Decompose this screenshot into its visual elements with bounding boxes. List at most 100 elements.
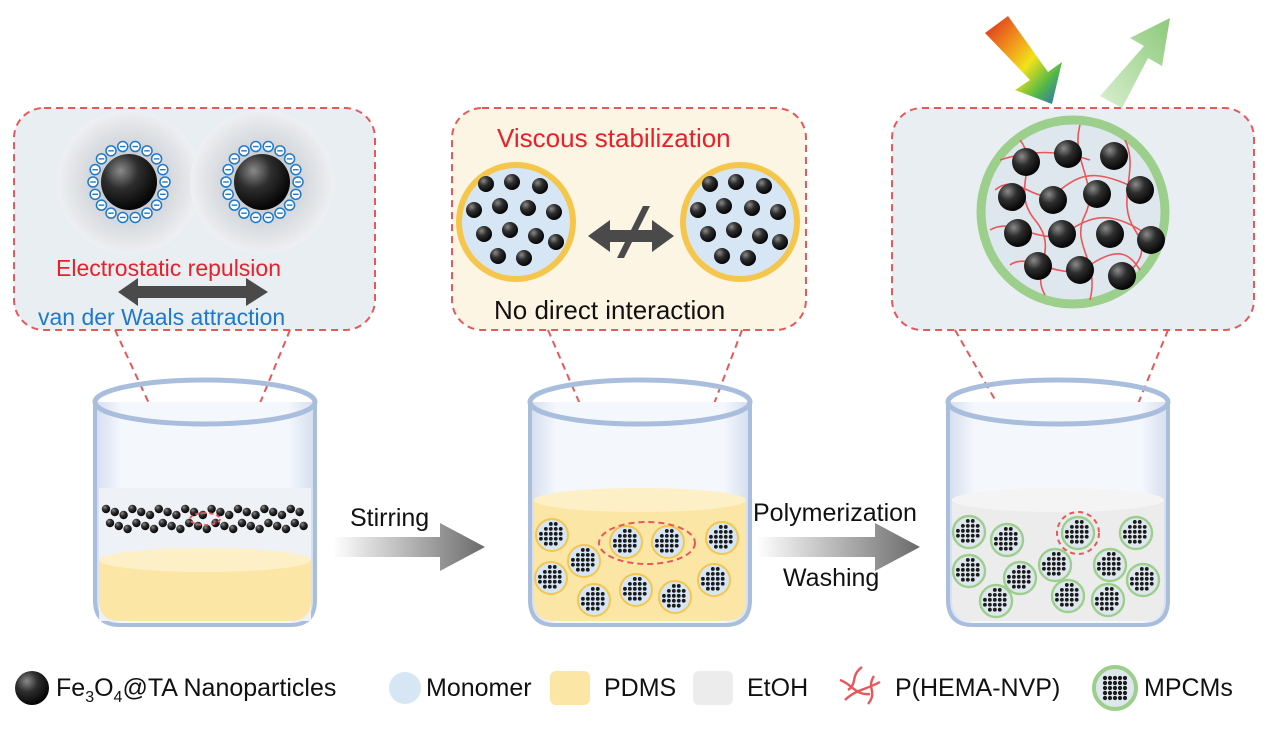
repulsion-arrow	[118, 278, 268, 306]
beaker-1-nanoparticle	[277, 510, 287, 520]
legend-nanoparticle-label: Fe3O4@TA Nanoparticles	[56, 674, 337, 706]
closeup-particle	[1066, 256, 1094, 284]
beaker-1-nanoparticle	[132, 518, 141, 528]
beaker-1-nanoparticle	[237, 518, 247, 528]
beaker-1-nanoparticle	[110, 507, 120, 517]
droplet-left	[456, 162, 576, 282]
beaker-1-nanoparticle	[141, 521, 150, 531]
droplet-particle	[744, 200, 760, 216]
closeup-particle	[1083, 180, 1111, 208]
closeup-particle	[1054, 140, 1082, 168]
beaker-1-nanoparticle	[172, 510, 181, 520]
legend-mpcm-icon	[1092, 665, 1138, 711]
beaker-1-nanoparticle	[220, 521, 229, 531]
droplet-particle	[528, 228, 544, 244]
beaker-1	[92, 377, 318, 627]
droplet-particle	[690, 202, 706, 218]
stirring-label: Stirring	[350, 504, 430, 532]
legend-monomer-label: Monomer	[426, 674, 532, 702]
legend-mpcm-label: MPCMs	[1144, 674, 1233, 702]
beaker-1-nanoparticle	[260, 504, 269, 514]
droplet-particle	[728, 174, 744, 190]
closeup-particle	[1048, 220, 1076, 248]
legend-polymer-label: P(HEMA-NVP)	[895, 674, 1061, 702]
closeup-particle	[1004, 219, 1032, 247]
closeup-particle	[1137, 226, 1165, 254]
beaker-1-nanoparticle	[114, 521, 124, 531]
droplet-particle	[770, 204, 786, 220]
droplet-particle	[716, 198, 732, 214]
beaker-1-nanoparticle	[286, 504, 295, 514]
droplet-particle	[702, 176, 718, 192]
no-direct-interaction-caption: No direct interaction	[494, 295, 726, 325]
panel-left-callout	[13, 107, 376, 521]
stirring-arrow	[333, 523, 485, 571]
beaker-1-nanoparticle	[202, 524, 211, 534]
closeup-particle	[1012, 148, 1040, 176]
beaker-1-nanoparticle	[145, 510, 155, 520]
closeup-particle	[1024, 252, 1052, 280]
incident-light-arrow	[985, 16, 1062, 104]
beaker-1-nanoparticle	[128, 504, 137, 514]
droplet-particle	[700, 226, 716, 242]
beaker-1-nanoparticle	[119, 510, 128, 520]
closeup-particle	[1096, 220, 1124, 248]
beaker-1-nanoparticle	[251, 510, 260, 520]
legend-nanoparticle-icon	[15, 671, 49, 705]
droplet-particle	[714, 248, 730, 264]
beaker-1-nanoparticle	[207, 504, 216, 514]
droplet-particle	[492, 198, 508, 214]
reflected-light-arrow	[1100, 18, 1170, 108]
legend-pdms-label: PDMS	[604, 674, 677, 702]
droplet-particle	[520, 200, 536, 216]
droplet-particle	[476, 226, 492, 242]
blocked-slash	[617, 206, 650, 258]
droplet-particle	[516, 250, 532, 266]
washing-label: Washing	[783, 564, 880, 592]
droplet-particle	[740, 250, 756, 266]
legend-pdms-icon	[550, 671, 590, 705]
beaker-1-nanoparticle	[242, 507, 251, 517]
beaker-3	[945, 377, 1171, 627]
negative-charge-ring	[87, 140, 304, 224]
beaker-1-nanoparticle	[189, 507, 199, 517]
closeup-particle	[998, 183, 1026, 211]
droplet-particle	[756, 178, 772, 194]
beaker-1-nanoparticle	[181, 504, 190, 514]
beaker-1-nanoparticle	[211, 518, 220, 528]
beaker-1-nanoparticle	[281, 524, 291, 534]
beaker-1-nanoparticle	[290, 518, 299, 528]
beaker-1-nanoparticle	[216, 507, 225, 517]
beaker-1-nanoparticle	[246, 521, 255, 531]
droplet-right	[680, 162, 800, 282]
closeup-particle	[1100, 142, 1128, 170]
droplet-particle	[752, 228, 768, 244]
droplet-particle	[504, 174, 520, 190]
beaker-1-particles	[101, 504, 308, 534]
beaker-1-nanoparticle	[273, 521, 282, 531]
beaker-1-nanoparticle	[295, 507, 304, 517]
viscous-stabilization-title: Viscous stabilization	[497, 123, 731, 153]
beaker-1-nanoparticle	[225, 510, 234, 520]
droplet-particle	[502, 222, 518, 238]
droplet-particle	[546, 204, 562, 220]
legend-monomer-icon	[389, 672, 421, 704]
nanoparticle-left	[101, 154, 157, 210]
droplet-particle	[772, 234, 788, 250]
closeup-particle	[1039, 186, 1067, 214]
panel-middle-callout	[451, 107, 807, 521]
beaker-1-nanoparticle	[105, 518, 115, 528]
beaker-2-droplets	[534, 518, 739, 617]
droplet-particle	[532, 178, 548, 194]
van-der-waals-label: van der Waals attraction	[38, 304, 286, 330]
beaker-1-nanoparticle	[229, 524, 238, 534]
beaker-3-microcapsules	[951, 514, 1161, 619]
beaker-1-nanoparticle	[167, 521, 176, 531]
beaker-1-nanoparticle	[158, 518, 167, 528]
beaker-1-nanoparticle	[163, 507, 172, 517]
nanoparticle-right	[234, 154, 290, 210]
beaker-1-nanoparticle	[269, 507, 278, 517]
electrostatic-repulsion-label: Electrostatic repulsion	[56, 255, 281, 281]
beaker-2	[527, 377, 753, 627]
